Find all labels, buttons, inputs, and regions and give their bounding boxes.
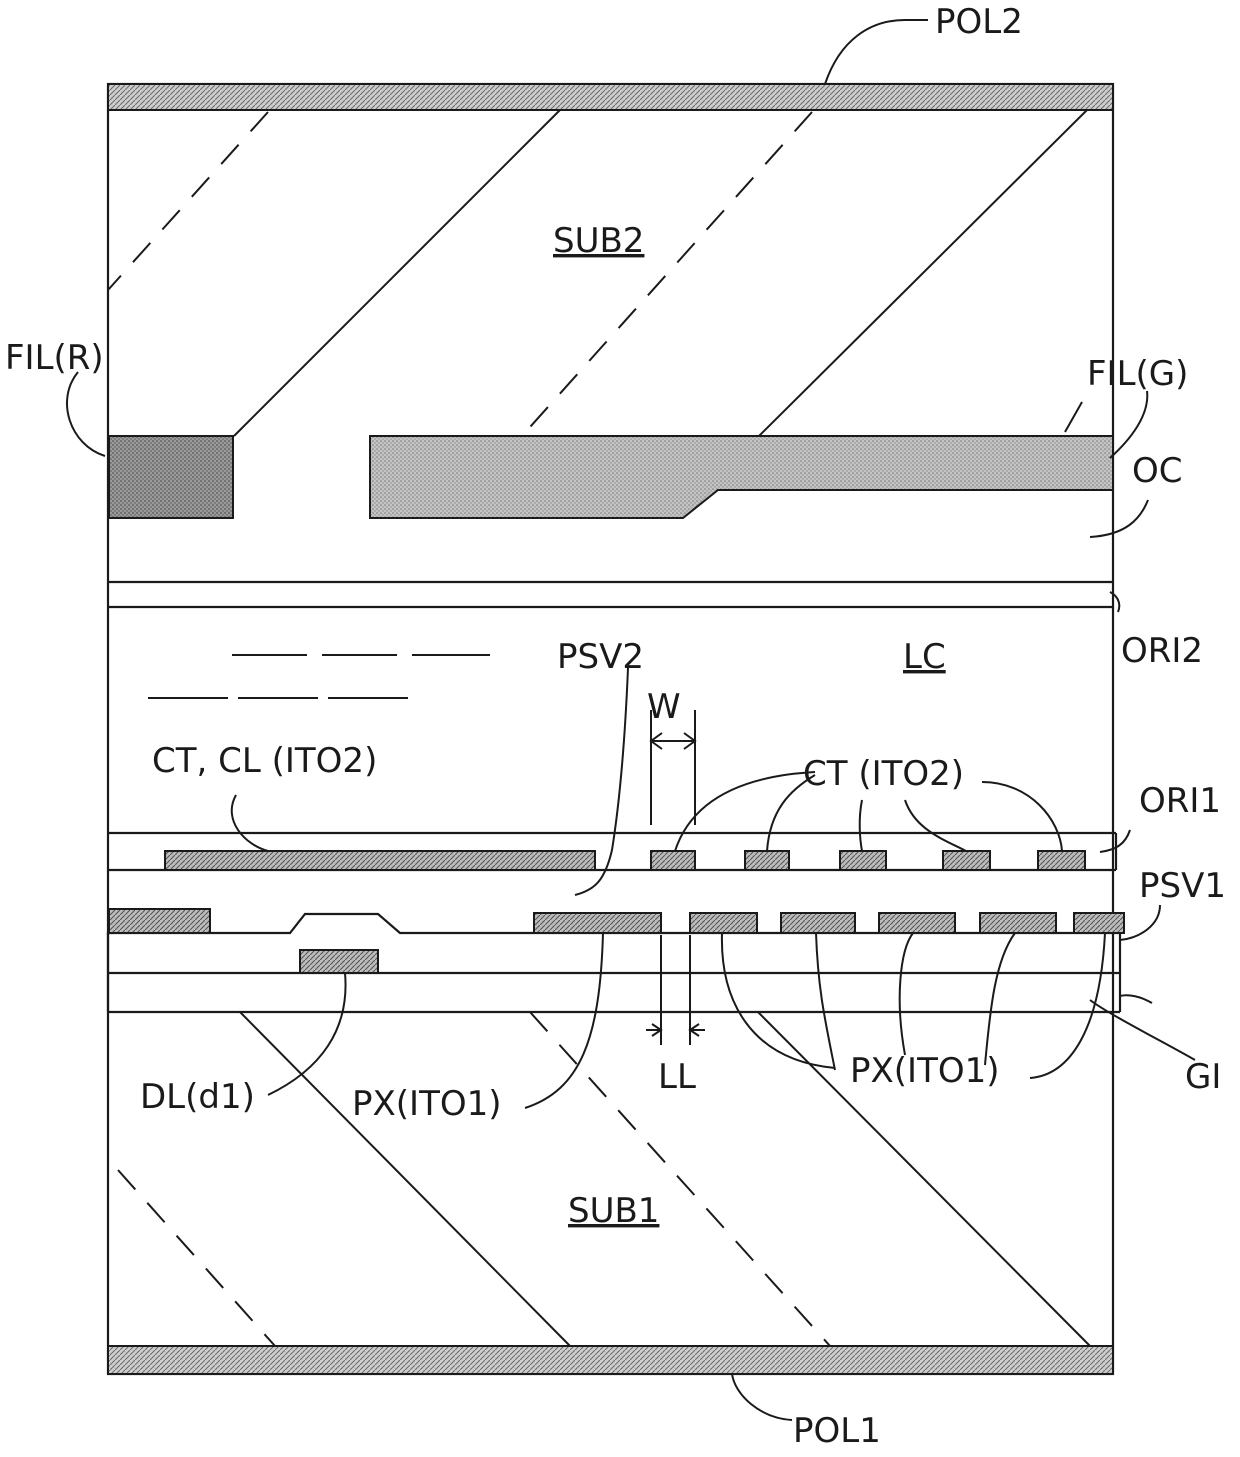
label-oc: OC bbox=[1132, 451, 1183, 491]
pixel-electrode bbox=[690, 913, 757, 933]
liquid-crystal-molecules bbox=[148, 655, 490, 698]
width-dimension-w bbox=[651, 710, 695, 825]
label-pol1: POL1 bbox=[793, 1411, 881, 1451]
counter-electrode bbox=[651, 851, 695, 870]
panel-frame bbox=[108, 84, 1113, 1374]
color-filter-green bbox=[370, 436, 1113, 518]
common-line-electrode bbox=[165, 851, 595, 870]
pixel-electrode bbox=[980, 913, 1056, 933]
label-w: W bbox=[647, 687, 681, 727]
gap-dimension-ll bbox=[646, 935, 705, 1045]
label-dl: DL(d1) bbox=[140, 1077, 255, 1117]
polarizer-top bbox=[108, 84, 1113, 110]
substrate-top-hatching bbox=[108, 110, 1087, 436]
label-ori2: ORI2 bbox=[1121, 631, 1203, 671]
label-sub2: SUB2 bbox=[553, 221, 644, 261]
label-ori1: ORI1 bbox=[1139, 781, 1221, 821]
label-fil-g: FIL(G) bbox=[1087, 354, 1188, 394]
label-fil-r: FIL(R) bbox=[5, 338, 104, 378]
label-ct: CT (ITO2) bbox=[803, 754, 964, 794]
counter-electrode bbox=[1038, 851, 1085, 870]
counter-electrode bbox=[943, 851, 990, 870]
label-px-left: PX(ITO1) bbox=[352, 1084, 502, 1124]
counter-electrodes bbox=[165, 851, 1085, 870]
polarizer-bottom bbox=[108, 1346, 1113, 1374]
label-psv1: PSV1 bbox=[1139, 866, 1226, 906]
label-px-right: PX(ITO1) bbox=[850, 1051, 1000, 1091]
pixel-electrode bbox=[879, 913, 955, 933]
label-ct-cl: CT, CL (ITO2) bbox=[152, 741, 377, 781]
color-filter-red bbox=[109, 436, 233, 518]
label-pol2: POL2 bbox=[935, 2, 1023, 42]
drain-line bbox=[300, 950, 378, 973]
pixel-electrodes bbox=[109, 909, 1124, 933]
pixel-electrode bbox=[1074, 913, 1124, 933]
label-sub1: SUB1 bbox=[568, 1191, 659, 1231]
counter-electrode bbox=[840, 851, 886, 870]
pixel-electrode bbox=[781, 913, 855, 933]
pixel-electrode bbox=[109, 909, 210, 933]
label-ll: LL bbox=[658, 1057, 696, 1097]
counter-electrode bbox=[745, 851, 789, 870]
label-gi: GI bbox=[1185, 1057, 1221, 1097]
label-psv2: PSV2 bbox=[557, 637, 644, 677]
pixel-electrode bbox=[534, 913, 661, 933]
label-lc: LC bbox=[903, 637, 946, 677]
